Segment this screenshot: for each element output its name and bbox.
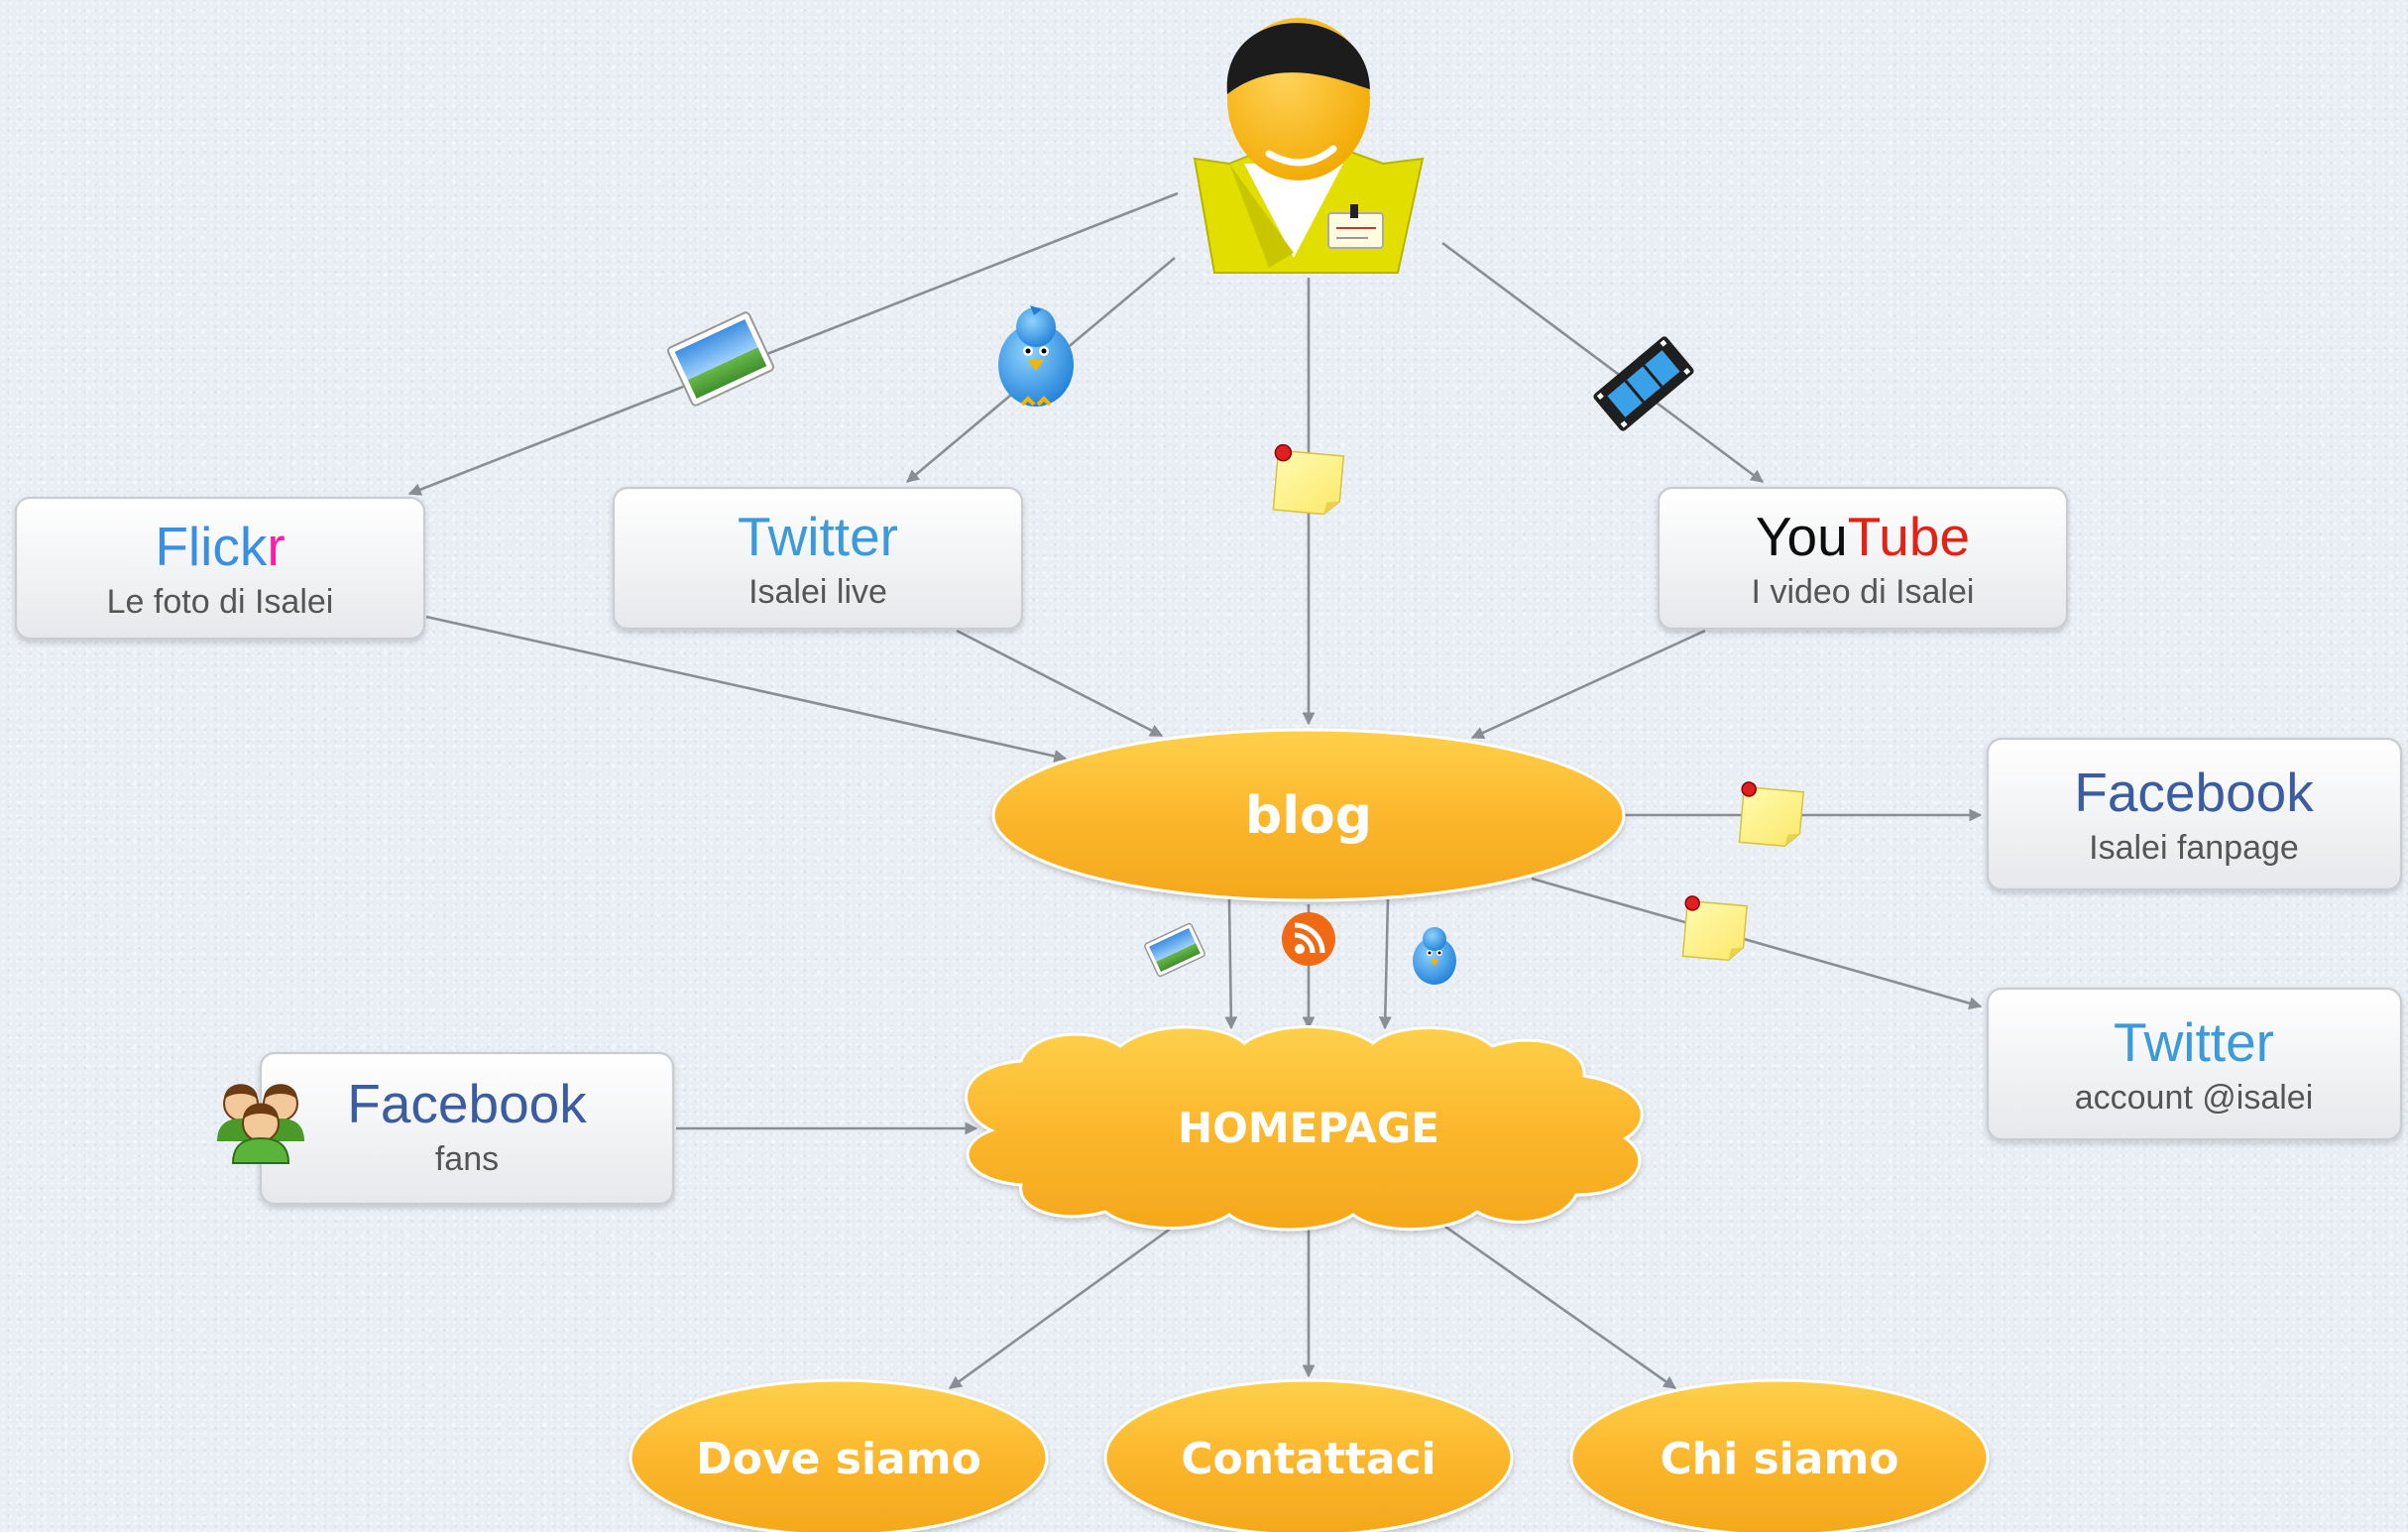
twitter-live-title: Twitter [738,506,898,567]
node-youtube[interactable]: YouTube I video di Isalei [1657,486,2069,631]
edge-homepage-chi-siamo [1434,1218,1677,1390]
twitter-account-title: Twitter [2114,1011,2274,1073]
edge-homepage-dove-siamo [948,1213,1191,1390]
facebook-fans-title: Facebook [347,1073,587,1134]
node-twitter-live[interactable]: Twitter Isalei live [612,486,1024,631]
node-contattaci[interactable]: Contattaci [1103,1378,1514,1532]
photo-icon [667,311,774,407]
film-icon [1593,336,1694,431]
blog-label: blog [1245,786,1372,846]
node-chi-siamo[interactable]: Chi siamo [1569,1378,1990,1532]
youtube-subtitle: I video di Isalei [1752,573,1975,611]
facebook-fanpage-subtitle: Isalei fanpage [2089,829,2299,867]
youtube-title: YouTube [1756,506,1970,567]
sticky-note-icon [1272,443,1345,516]
chi-siamo-label: Chi siamo [1660,1434,1898,1484]
dove-siamo-label: Dove siamo [696,1434,981,1484]
users-icon [217,1084,304,1164]
bird-icon [998,305,1074,407]
edge-youtube-blog [1470,629,1706,740]
node-homepage[interactable]: HOMEPAGE [965,1025,1644,1232]
node-dove-siamo[interactable]: Dove siamo [629,1378,1049,1532]
twitter-live-subtitle: Isalei live [748,573,887,611]
photo-icon [1144,922,1205,978]
node-flickr[interactable]: Flickr Le foto di Isalei [14,496,426,641]
edge-person-flickr [407,191,1179,496]
node-facebook-fanpage[interactable]: Facebook Isalei fanpage [1986,737,2403,891]
flickr-subtitle: Le foto di Isalei [107,583,334,621]
facebook-fanpage-title: Facebook [2074,762,2314,823]
edge-person-youtube [1441,241,1765,484]
sticky-note-icon [1681,895,1748,962]
edge-blog-homepage-right [1378,898,1392,1030]
node-twitter-account[interactable]: Twitter account @isalei [1986,987,2403,1141]
person-icon [1193,18,1425,274]
edge-blog-homepage-left [1224,898,1238,1030]
edge-blog-twitter-account [1531,877,1983,1010]
edge-flickr-blog [425,615,1068,763]
facebook-fans-subtitle: fans [435,1140,499,1178]
twitter-account-subtitle: account @isalei [2075,1079,2314,1117]
homepage-label: HOMEPAGE [1178,1104,1439,1152]
node-blog[interactable]: blog [991,728,1626,902]
bird-icon [1413,927,1456,985]
node-facebook-fans[interactable]: Facebook fans [259,1051,675,1206]
contattaci-label: Contattaci [1181,1434,1436,1484]
edge-twitter-blog [956,629,1164,738]
sticky-note-icon [1738,781,1804,848]
flickr-title: Flickr [155,516,285,577]
rss-icon [1282,912,1335,966]
